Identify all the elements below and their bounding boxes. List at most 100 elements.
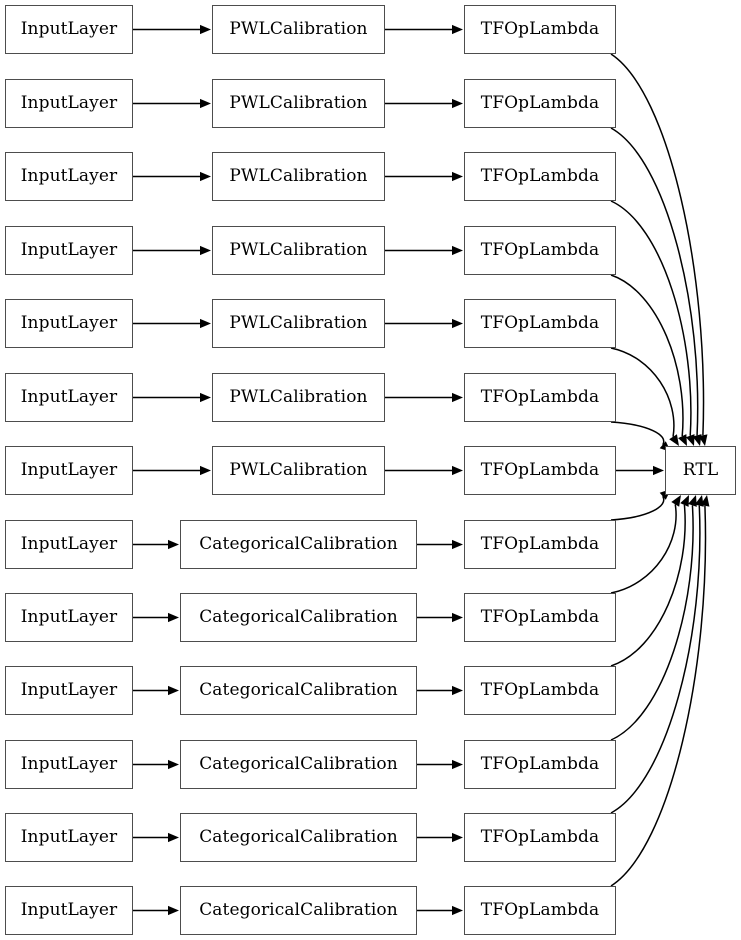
edge-lambda-0-to-rtl xyxy=(610,53,705,436)
edge-lambda-1-to-rtl xyxy=(610,127,699,436)
node-lambda-12[interactable]: TFOpLambda xyxy=(464,886,616,935)
edge-input-12-to-cal-12-arrowhead xyxy=(168,905,179,916)
node-label: InputLayer xyxy=(20,826,118,847)
node-input-2[interactable]: InputLayer xyxy=(5,152,133,201)
node-input-5[interactable]: InputLayer xyxy=(5,373,133,422)
edge-input-1-to-cal-1-arrowhead xyxy=(200,98,211,109)
edge-cal-2-to-lambda-2-arrowhead xyxy=(452,171,463,182)
node-input-7[interactable]: InputLayer xyxy=(5,520,133,569)
node-label: InputLayer xyxy=(20,92,118,113)
node-input-10[interactable]: InputLayer xyxy=(5,740,133,789)
node-lambda-11[interactable]: TFOpLambda xyxy=(464,813,616,862)
node-lambda-10[interactable]: TFOpLambda xyxy=(464,740,616,789)
node-cal-9[interactable]: CategoricalCalibration xyxy=(180,666,417,715)
node-lambda-7[interactable]: TFOpLambda xyxy=(464,520,616,569)
node-label: InputLayer xyxy=(20,312,118,333)
edge-lambda-6-to-rtl-arrowhead xyxy=(653,465,664,476)
node-label: PWLCalibration xyxy=(229,459,368,480)
node-label: CategoricalCalibration xyxy=(199,533,398,554)
node-lambda-1[interactable]: TFOpLambda xyxy=(464,79,616,128)
node-label: RTL xyxy=(682,459,719,480)
edge-lambda-5-to-rtl xyxy=(610,421,665,446)
edge-lambda-3-to-rtl-arrowhead xyxy=(678,434,687,446)
node-cal-11[interactable]: CategoricalCalibration xyxy=(180,813,417,862)
node-input-9[interactable]: InputLayer xyxy=(5,666,133,715)
edge-lambda-9-to-rtl xyxy=(610,504,686,667)
edge-input-10-to-cal-10-arrowhead xyxy=(168,759,179,770)
node-lambda-5[interactable]: TFOpLambda xyxy=(464,373,616,422)
node-cal-4[interactable]: PWLCalibration xyxy=(212,299,385,348)
node-label: PWLCalibration xyxy=(229,312,368,333)
node-label: PWLCalibration xyxy=(229,18,368,39)
node-input-12[interactable]: InputLayer xyxy=(5,886,133,935)
node-cal-1[interactable]: PWLCalibration xyxy=(212,79,385,128)
node-input-0[interactable]: InputLayer xyxy=(5,5,133,54)
edge-input-7-to-cal-7-arrowhead xyxy=(168,539,179,550)
node-label: CategoricalCalibration xyxy=(199,826,398,847)
node-lambda-0[interactable]: TFOpLambda xyxy=(464,5,616,54)
edge-input-3-to-cal-3-arrowhead xyxy=(200,245,211,256)
node-label: CategoricalCalibration xyxy=(199,753,398,774)
node-label: InputLayer xyxy=(20,899,118,920)
node-cal-3[interactable]: PWLCalibration xyxy=(212,226,385,275)
node-cal-2[interactable]: PWLCalibration xyxy=(212,152,385,201)
node-cal-5[interactable]: PWLCalibration xyxy=(212,373,385,422)
node-label: CategoricalCalibration xyxy=(199,899,398,920)
node-cal-12[interactable]: CategoricalCalibration xyxy=(180,886,417,935)
edge-lambda-8-to-rtl-arrowhead xyxy=(671,495,681,507)
edge-input-5-to-cal-5-arrowhead xyxy=(200,392,211,403)
edge-cal-9-to-lambda-9-arrowhead xyxy=(452,685,463,696)
node-label: TFOpLambda xyxy=(480,459,600,480)
edge-input-0-to-cal-0-arrowhead xyxy=(200,24,211,35)
node-cal-6[interactable]: PWLCalibration xyxy=(212,446,385,495)
edge-lambda-9-to-rtl-arrowhead xyxy=(680,495,689,507)
node-label: TFOpLambda xyxy=(480,606,600,627)
node-cal-8[interactable]: CategoricalCalibration xyxy=(180,593,417,642)
edge-cal-12-to-lambda-12-arrowhead xyxy=(452,905,463,916)
node-label: InputLayer xyxy=(20,679,118,700)
node-input-1[interactable]: InputLayer xyxy=(5,79,133,128)
node-cal-0[interactable]: PWLCalibration xyxy=(212,5,385,54)
edge-cal-11-to-lambda-11-arrowhead xyxy=(452,832,463,843)
edge-input-9-to-cal-9-arrowhead xyxy=(168,685,179,696)
node-label: PWLCalibration xyxy=(229,165,368,186)
node-label: InputLayer xyxy=(20,239,118,260)
edge-cal-4-to-lambda-4-arrowhead xyxy=(452,318,463,329)
edge-lambda-3-to-rtl xyxy=(610,274,684,437)
node-label: CategoricalCalibration xyxy=(199,679,398,700)
node-label: InputLayer xyxy=(20,753,118,774)
edge-lambda-10-to-rtl xyxy=(610,505,694,741)
node-label: TFOpLambda xyxy=(480,899,600,920)
node-lambda-6[interactable]: TFOpLambda xyxy=(464,446,616,495)
node-cal-10[interactable]: CategoricalCalibration xyxy=(180,740,417,789)
node-lambda-3[interactable]: TFOpLambda xyxy=(464,226,616,275)
node-label: TFOpLambda xyxy=(480,533,600,554)
edge-lambda-4-to-rtl-arrowhead xyxy=(669,434,679,446)
edge-cal-10-to-lambda-10-arrowhead xyxy=(452,759,463,770)
node-input-6[interactable]: InputLayer xyxy=(5,446,133,495)
node-input-8[interactable]: InputLayer xyxy=(5,593,133,642)
edge-input-6-to-cal-6-arrowhead xyxy=(200,465,211,476)
node-rtl[interactable]: RTL xyxy=(665,446,736,495)
edge-cal-6-to-lambda-6-arrowhead xyxy=(452,465,463,476)
node-input-3[interactable]: InputLayer xyxy=(5,226,133,275)
node-label: PWLCalibration xyxy=(229,92,368,113)
node-label: TFOpLambda xyxy=(480,165,600,186)
node-lambda-2[interactable]: TFOpLambda xyxy=(464,152,616,201)
edge-lambda-10-to-rtl-arrowhead xyxy=(688,495,697,507)
node-input-4[interactable]: InputLayer xyxy=(5,299,133,348)
node-lambda-8[interactable]: TFOpLambda xyxy=(464,593,616,642)
node-input-11[interactable]: InputLayer xyxy=(5,813,133,862)
node-cal-7[interactable]: CategoricalCalibration xyxy=(180,520,417,569)
edge-cal-7-to-lambda-7-arrowhead xyxy=(452,539,463,550)
node-label: TFOpLambda xyxy=(480,679,600,700)
node-label: InputLayer xyxy=(20,533,118,554)
node-label: PWLCalibration xyxy=(229,239,368,260)
node-lambda-4[interactable]: TFOpLambda xyxy=(464,299,616,348)
edge-lambda-7-to-rtl xyxy=(610,495,665,521)
edge-lambda-4-to-rtl xyxy=(610,347,675,437)
edge-cal-1-to-lambda-1-arrowhead xyxy=(452,98,463,109)
node-lambda-9[interactable]: TFOpLambda xyxy=(464,666,616,715)
edge-lambda-2-to-rtl xyxy=(610,200,692,436)
